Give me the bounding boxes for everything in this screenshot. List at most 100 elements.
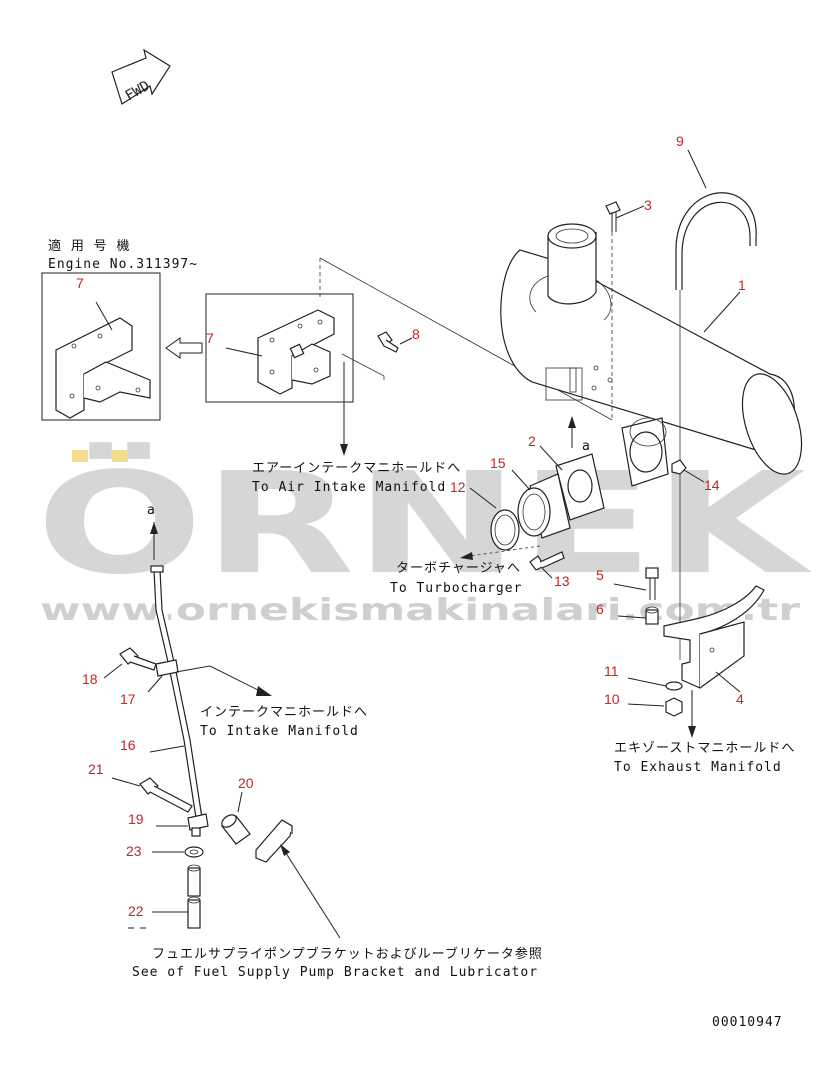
air-intake-en: To Air Intake Manifold xyxy=(252,480,446,495)
part-num-22: 22 xyxy=(128,903,144,919)
leader-5 xyxy=(613,583,647,591)
clamp-17-icon xyxy=(155,659,179,677)
exhaust-jp: エキゾーストマニホールドへ xyxy=(614,741,795,756)
part-num-11: 11 xyxy=(604,663,619,679)
pipe-16-icon xyxy=(150,565,203,819)
part-num-15: 15 xyxy=(490,455,506,471)
muffler-icon xyxy=(500,223,803,487)
ring-12-icon xyxy=(490,509,520,551)
drawing-code: 00010947 xyxy=(712,1015,783,1030)
view-a-arrow-icon xyxy=(568,416,576,428)
air-intake-arrow-icon xyxy=(340,444,348,456)
leader-16 xyxy=(149,745,185,753)
leader-1 xyxy=(703,291,741,333)
fuel-en: See of Fuel Supply Pump Bracket and Lubr… xyxy=(132,965,538,980)
leader-15 xyxy=(511,469,531,491)
part-num-7a: 7 xyxy=(76,275,84,291)
fwd-arrow-icon: FWD xyxy=(111,48,171,105)
part-num-4: 4 xyxy=(736,691,744,707)
leader-17 xyxy=(147,675,163,693)
watermark-dot-left xyxy=(72,450,88,462)
part-num-17: 17 xyxy=(120,691,136,707)
intake-jp: インテークマニホールドへ xyxy=(200,705,368,720)
bolt-18-icon xyxy=(119,647,157,671)
leader-14 xyxy=(683,469,705,483)
bolt-5-icon xyxy=(645,567,659,600)
exhaust-en: To Exhaust Manifold xyxy=(614,760,782,775)
part-num-3: 3 xyxy=(644,197,652,213)
exhaust-arrow-icon xyxy=(688,726,696,738)
ref-line-c xyxy=(341,353,385,380)
view-a-pipe-arrow-icon xyxy=(150,522,158,534)
bracket-old-icon xyxy=(257,309,335,395)
replacement-arrow-icon xyxy=(165,337,203,359)
leader-6 xyxy=(617,615,647,619)
leader-21 xyxy=(111,777,141,787)
u-bolt-9-icon xyxy=(675,192,757,290)
leader-9 xyxy=(687,149,707,189)
nut-14-icon xyxy=(671,459,687,475)
part-num-19: 19 xyxy=(128,811,144,827)
part-num-18: 18 xyxy=(82,671,98,687)
engine-note-en: Engine No.311397~ xyxy=(48,257,198,272)
bolt-8-icon xyxy=(377,331,399,353)
leader-7b xyxy=(225,347,263,357)
bracket-4-icon xyxy=(663,585,765,689)
part-num-9: 9 xyxy=(676,133,684,149)
leader-2 xyxy=(539,445,563,471)
fuel-arrow-line xyxy=(283,849,341,939)
bolt-3-icon xyxy=(605,201,621,232)
washer-11-icon xyxy=(665,681,683,691)
part-num-21: 21 xyxy=(88,761,104,777)
engine-note-jp: 適 用 号 機 xyxy=(48,238,130,254)
part-num-6: 6 xyxy=(596,601,604,617)
part-num-7b: 7 xyxy=(206,330,214,346)
part-num-1: 1 xyxy=(738,277,746,293)
part-num-20: 20 xyxy=(238,775,254,791)
part-num-8: 8 xyxy=(412,326,420,342)
leader-12 xyxy=(469,487,497,509)
part-num-12: 12 xyxy=(450,479,466,495)
air-intake-jp: エアーインテークマニホールドへ xyxy=(252,461,461,476)
view-a-mid: a xyxy=(582,439,591,454)
inset-box-new xyxy=(41,272,161,421)
ref-line-b xyxy=(319,257,613,421)
leader-10 xyxy=(627,703,665,707)
leader-4 xyxy=(715,671,741,693)
fuel-jp: フュエルサプライポンプブラケットおよびルーブリケータ参照 xyxy=(152,946,543,962)
fuel-bracket-icon xyxy=(255,819,293,863)
leader-11 xyxy=(627,677,667,687)
fuel-arrow-icon xyxy=(280,844,290,856)
part-num-2: 2 xyxy=(528,433,536,449)
spacer-6-icon xyxy=(645,606,659,625)
intake-en: To Intake Manifold xyxy=(200,724,359,739)
hose-22-icon xyxy=(187,864,201,929)
nut-10-icon xyxy=(665,697,683,717)
sleeve-20-icon xyxy=(221,814,251,845)
bracket-new-icon xyxy=(55,317,151,419)
part-num-13: 13 xyxy=(554,573,570,589)
part-num-14: 14 xyxy=(704,477,720,493)
turbo-jp: ターボチャージャへ xyxy=(396,561,521,576)
leader-3 xyxy=(615,205,645,219)
watermark-dot-right xyxy=(112,450,128,462)
leader-20 xyxy=(237,791,243,813)
turbo-en: To Turbocharger xyxy=(390,581,522,596)
leader-8 xyxy=(399,337,413,345)
part-num-5: 5 xyxy=(596,567,604,583)
elbow-15-icon xyxy=(517,473,571,539)
inset-box-old xyxy=(205,293,354,403)
part-num-23: 23 xyxy=(126,843,142,859)
bolt-13-icon xyxy=(529,551,565,571)
turbo-arrow-icon xyxy=(460,552,473,560)
intake-arrow-icon xyxy=(256,686,272,696)
washer-23-icon xyxy=(184,846,204,858)
gasket-2-icon xyxy=(555,453,605,521)
bolt-21-icon xyxy=(139,777,193,813)
intake-arrow-line xyxy=(175,665,267,695)
leader-13 xyxy=(541,567,553,579)
part-num-16: 16 xyxy=(120,737,136,753)
part-num-10: 10 xyxy=(604,691,620,707)
leader-7a xyxy=(95,301,113,331)
